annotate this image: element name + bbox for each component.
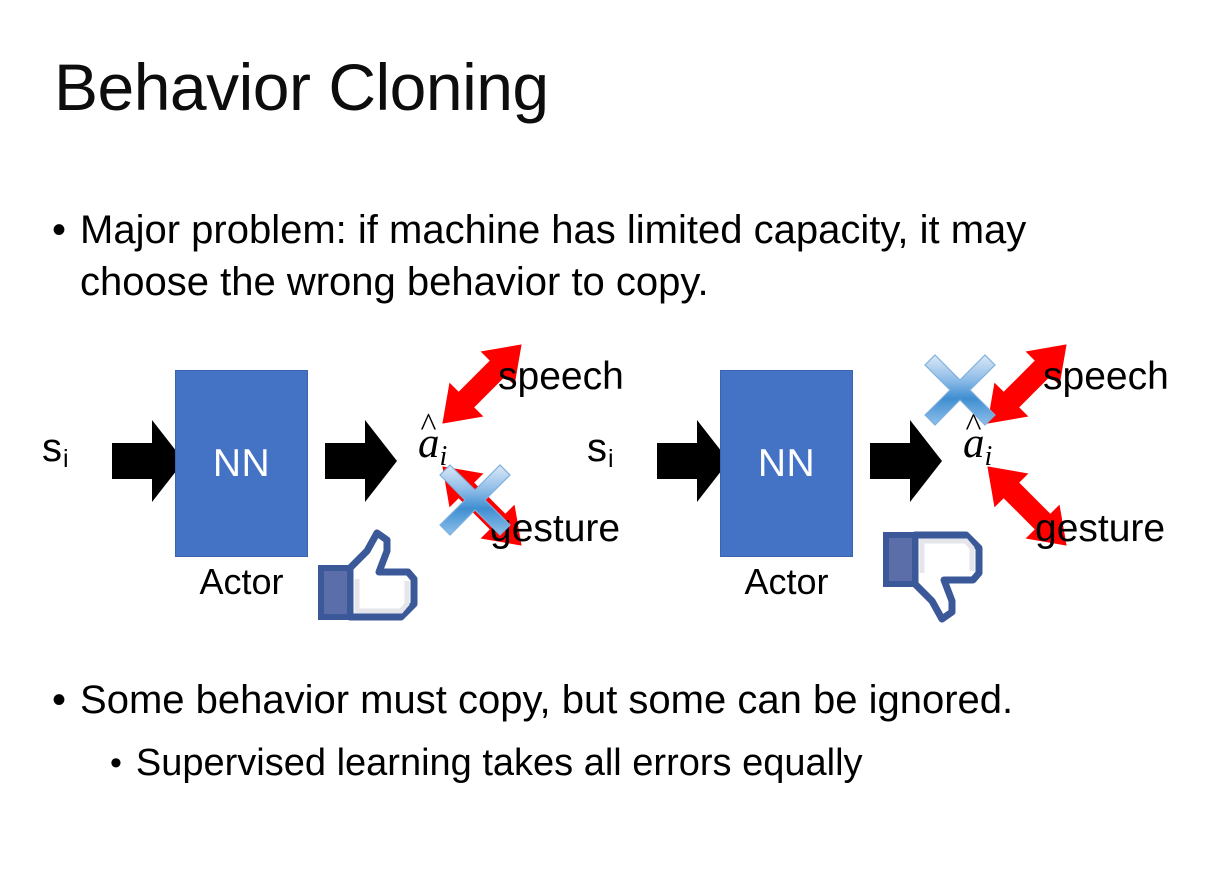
cross-out-x-icon xyxy=(437,462,513,538)
bullet-marker-icon: • xyxy=(52,208,67,252)
bullet-text-2: Some behavior must copy, but some can be… xyxy=(80,678,1014,722)
outcome-label-gesture-left: gesture xyxy=(490,507,621,550)
circumflex-accent-icon: ^ xyxy=(420,407,437,444)
page-title: Behavior Cloning xyxy=(54,50,549,124)
state-label-left: si xyxy=(42,428,69,479)
cross-out-x-icon xyxy=(922,352,998,428)
state-label-right: si xyxy=(587,428,614,479)
state-symbol: s xyxy=(42,426,62,470)
bullet-item-1: • Major problem: if machine has limited … xyxy=(52,204,1112,308)
state-symbol: s xyxy=(587,426,607,470)
bullet-text-3: Supervised learning takes all errors equ… xyxy=(135,742,863,784)
action-subscript: i xyxy=(984,441,993,472)
nn-box-left: NN xyxy=(175,370,308,557)
bullet-marker-icon: • xyxy=(52,678,67,722)
thumbs-down-icon xyxy=(880,527,986,625)
state-subscript: i xyxy=(608,445,614,473)
double-arrow-speech-icon xyxy=(965,322,1089,446)
thumbs-up-icon xyxy=(315,527,421,625)
bullet-text-1: Major problem: if machine has limited ca… xyxy=(80,208,1027,304)
bullet-item-2: • Some behavior must copy, but some can … xyxy=(52,674,1172,726)
bullet-item-3: • Supervised learning takes all errors e… xyxy=(110,737,1170,789)
state-subscript: i xyxy=(63,445,69,473)
double-arrow-gesture-icon xyxy=(965,444,1089,568)
actor-caption-left: Actor xyxy=(199,561,284,602)
diagram-right: si NN Actor ^ai speech xyxy=(565,340,1169,640)
block-arrow-right-icon xyxy=(325,418,397,504)
block-arrow-right-icon xyxy=(657,418,729,504)
nn-label: NN xyxy=(757,442,816,485)
nn-label: NN xyxy=(212,442,271,485)
bullet-marker-icon: • xyxy=(110,744,122,782)
action-symbol: a xyxy=(963,420,985,467)
outcome-label-speech-right: speech xyxy=(1043,355,1169,398)
block-arrow-right-icon xyxy=(112,418,184,504)
nn-box-right: NN xyxy=(720,370,853,557)
outcome-label-gesture-right: gesture xyxy=(1035,507,1166,550)
block-arrow-right-icon xyxy=(870,418,942,504)
action-label-left: ^ai xyxy=(418,409,448,479)
outcome-label-speech-left: speech xyxy=(498,355,624,398)
action-subscript: i xyxy=(439,441,448,472)
double-arrow-speech-icon xyxy=(420,322,544,446)
action-symbol: a xyxy=(418,420,440,467)
actor-caption-right: Actor xyxy=(744,561,829,602)
